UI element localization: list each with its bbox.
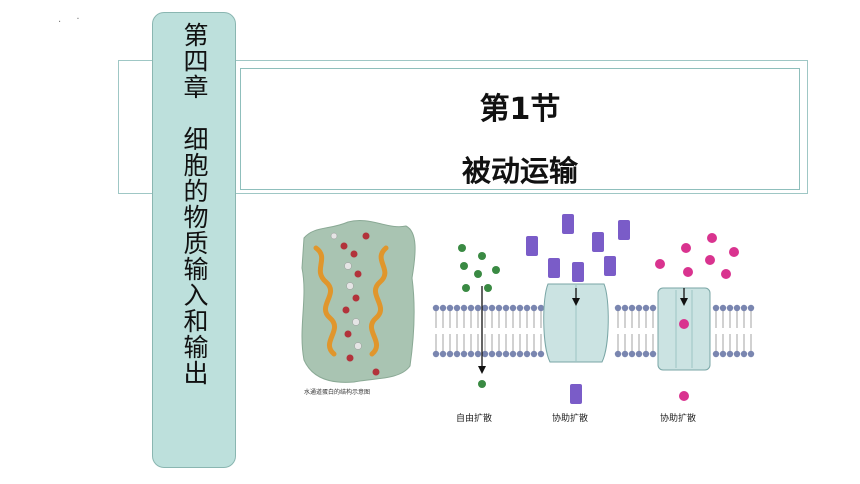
decorative-dots: . · (58, 14, 86, 25)
membrane-bilayer (432, 304, 755, 358)
label-free-diffusion: 自由扩散 (456, 412, 492, 424)
aquaporin-caption: 水通道蛋白的结构示意图 (304, 388, 370, 396)
chapter-title: 第四章 细胞的物质输入和输出 (180, 22, 209, 386)
free-diffusion-group: 自由扩散 (456, 244, 500, 424)
section-title: 被动运输 (461, 154, 578, 188)
section-number: 第1节 (479, 92, 561, 127)
chapter-band (152, 12, 236, 468)
label-channel-diffusion: 协助扩散 (660, 412, 696, 424)
aquaporin-illustration: 水通道蛋白的结构示意图 (301, 220, 416, 396)
label-carrier-diffusion: 协助扩散 (552, 412, 588, 424)
title-outer-frame (118, 60, 808, 194)
channel-protein-group: 协助扩散 (655, 233, 739, 424)
carrier-protein-group: 协助扩散 (526, 214, 630, 424)
title-inner-frame (240, 68, 800, 190)
transport-diagram: 水通道蛋白的结构示意图 自由扩散 协助扩散 (301, 214, 755, 424)
